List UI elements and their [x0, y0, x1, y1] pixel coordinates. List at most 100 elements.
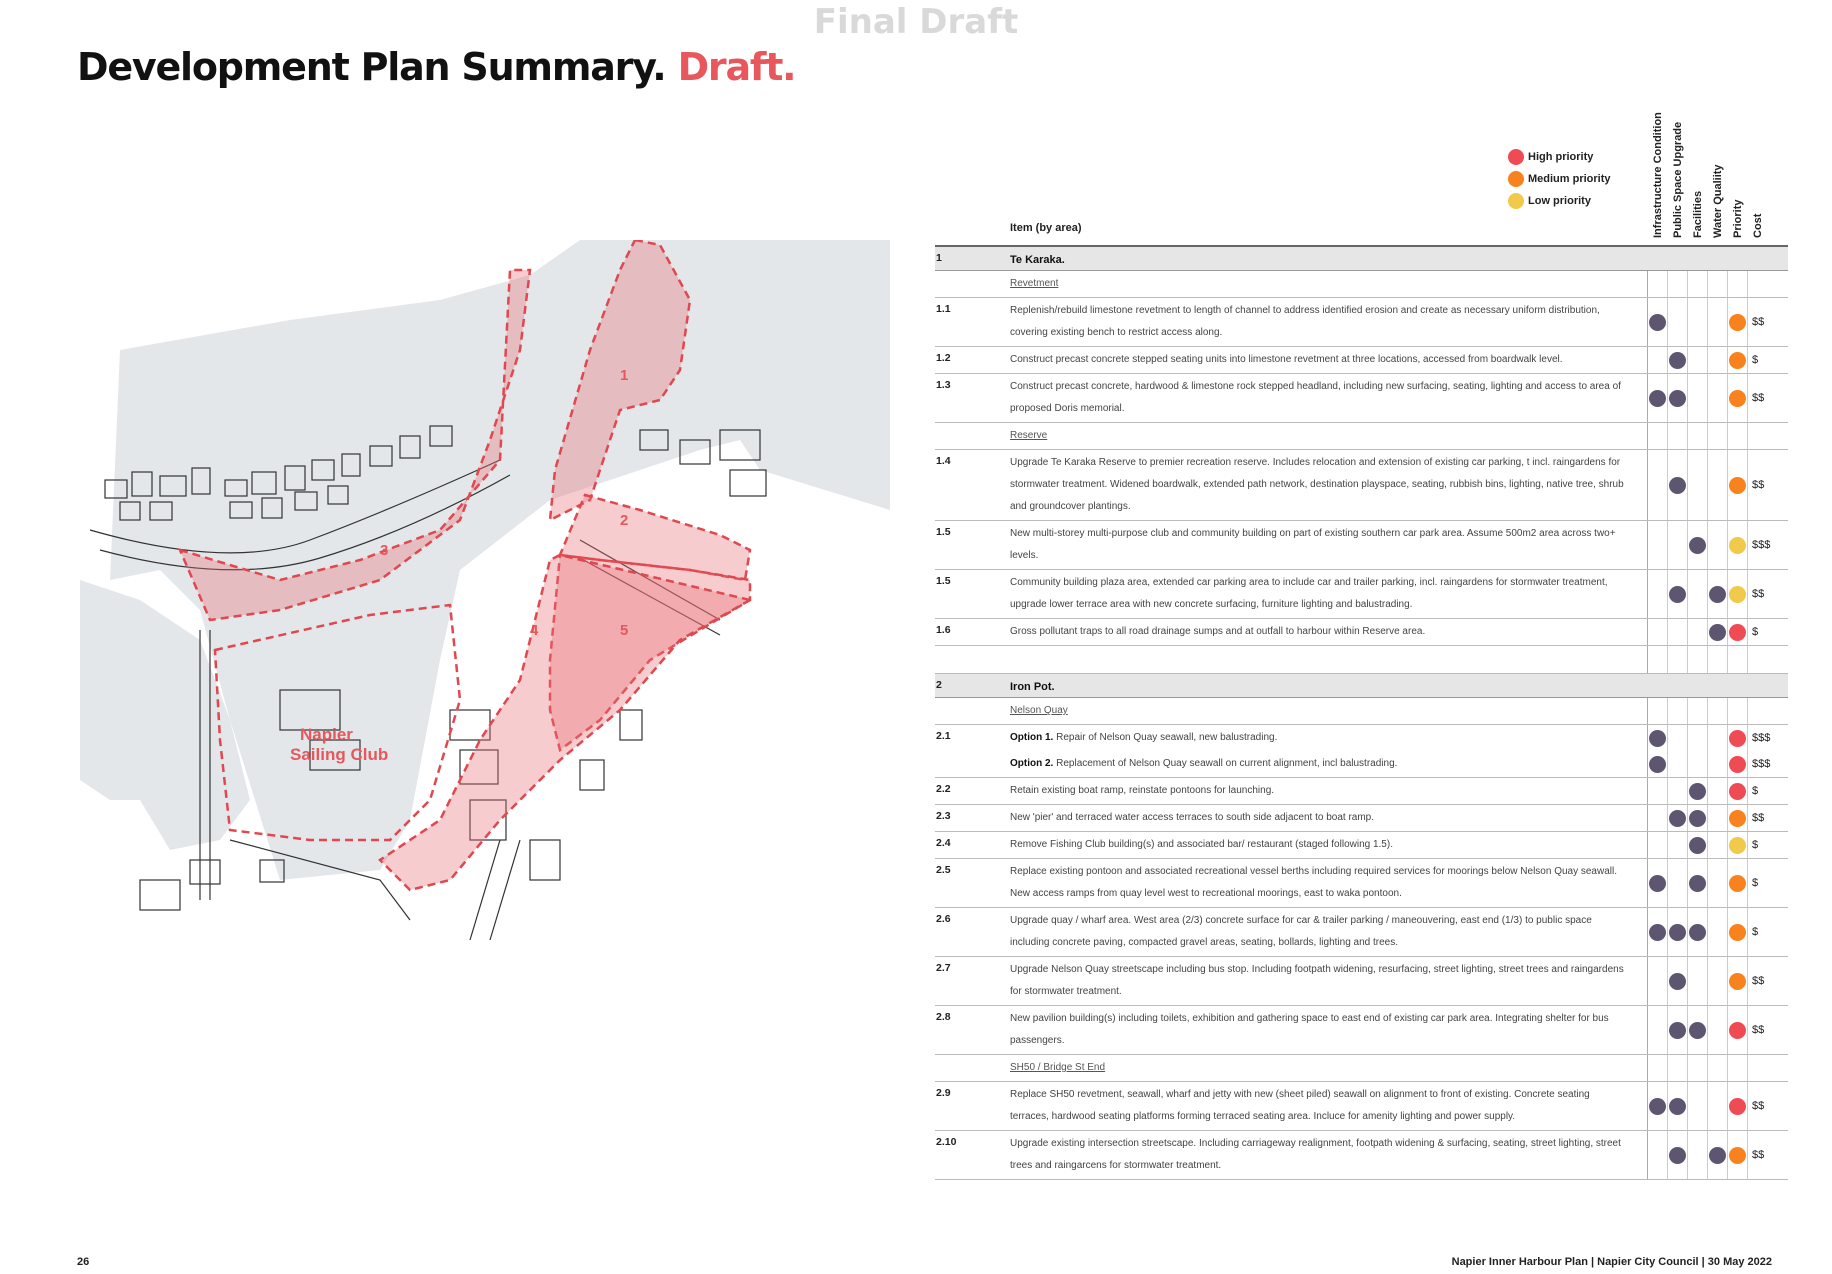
item-number: 2.4 — [936, 837, 951, 849]
description-text: New pavilion building(s) including toile… — [1010, 1013, 1609, 1046]
indicator-cell — [1687, 674, 1707, 697]
column-headers: Infrastructure Condition Public Space Up… — [1640, 108, 1780, 238]
indicator-cell — [1667, 725, 1687, 751]
indicator-cell — [1667, 832, 1687, 858]
indicator-dot-icon — [1649, 923, 1666, 941]
item-description: Upgrade existing intersection streetscap… — [1010, 1131, 1630, 1179]
cost-cell — [1747, 698, 1788, 724]
indicator-cell — [1647, 674, 1667, 697]
indicator-cells: $$ — [1647, 374, 1788, 422]
item-description: SH50 / Bridge St End — [1010, 1055, 1630, 1081]
area-3 — [177, 268, 532, 622]
indicator-cell — [1647, 908, 1667, 956]
item-number: 1.2 — [936, 352, 951, 364]
watermark: Final Draft — [813, 2, 1019, 42]
item-number: 1.4 — [936, 455, 951, 467]
indicator-dot-icon — [1689, 782, 1706, 800]
cost-cell: $$ — [1747, 1082, 1788, 1130]
priority-cell — [1727, 298, 1747, 346]
option-label: Option 2. — [1010, 758, 1054, 769]
cost-cell: $$$ — [1747, 521, 1788, 569]
priority-med-dot-icon — [1729, 476, 1746, 494]
map-area-number: 3 — [380, 542, 388, 559]
indicator-cells: $$$ — [1647, 751, 1788, 777]
priority-low-dot-icon — [1729, 836, 1746, 854]
item-number: 2.3 — [936, 810, 951, 822]
priority-med-dot-icon — [1729, 351, 1746, 369]
cost-cell — [1747, 247, 1788, 270]
indicator-cell — [1667, 805, 1687, 831]
item-number: 1.3 — [936, 379, 951, 391]
priority-cell — [1727, 247, 1747, 270]
water-areas — [80, 240, 890, 880]
priority-cell — [1727, 859, 1747, 907]
indicator-cell — [1667, 450, 1687, 520]
indicator-dot-icon — [1669, 351, 1686, 369]
indicator-cell — [1647, 521, 1667, 569]
indicator-cells: $ — [1647, 778, 1788, 804]
item-number: 2.1 — [936, 730, 951, 742]
indicator-cell — [1707, 725, 1727, 751]
item-number: 2.10 — [936, 1136, 957, 1148]
indicator-cell — [1687, 805, 1707, 831]
indicator-cell — [1647, 859, 1667, 907]
indicator-cell — [1687, 271, 1707, 297]
cost-cell — [1747, 271, 1788, 297]
indicator-cell — [1687, 778, 1707, 804]
cost-cell — [1747, 1055, 1788, 1081]
indicator-cell — [1647, 247, 1667, 270]
indicator-cell — [1687, 1082, 1707, 1130]
priority-cell — [1727, 423, 1747, 449]
indicator-dot-icon — [1669, 972, 1686, 990]
indicator-dot-icon — [1669, 476, 1686, 494]
indicator-cell — [1647, 778, 1667, 804]
indicator-cell — [1687, 521, 1707, 569]
map-label-line1: Napier — [300, 725, 353, 744]
priority-cell — [1727, 271, 1747, 297]
indicator-cells — [1647, 646, 1788, 673]
cost-cell — [1747, 674, 1788, 697]
priority-med-dot-icon — [1729, 874, 1746, 892]
item-number: 2 — [936, 679, 942, 691]
indicator-dot-icon — [1689, 923, 1706, 941]
indicator-cell — [1667, 646, 1687, 673]
indicator-cell — [1707, 698, 1727, 724]
cost-cell — [1747, 646, 1788, 673]
indicator-cell — [1647, 1131, 1667, 1179]
indicator-cell — [1687, 374, 1707, 422]
item-description — [1010, 646, 1630, 670]
priority-cell — [1727, 1006, 1747, 1054]
indicator-cell — [1707, 619, 1727, 645]
description-text: Upgrade existing intersection streetscap… — [1010, 1138, 1621, 1171]
item-description: New multi-storey multi-purpose club and … — [1010, 521, 1630, 569]
indicator-cell — [1707, 646, 1727, 673]
priority-high-dot-icon — [1729, 1021, 1746, 1039]
indicator-cells: $ — [1647, 832, 1788, 858]
indicator-dot-icon — [1649, 389, 1666, 407]
cost-cell: $ — [1747, 619, 1788, 645]
priority-high-dot-icon — [1729, 755, 1746, 773]
item-number: 1.5 — [936, 526, 951, 538]
indicator-cells: $$ — [1647, 957, 1788, 1005]
indicator-cell — [1707, 1055, 1727, 1081]
legend-item-medium: Medium priority — [1508, 168, 1611, 190]
priority-high-dot-icon — [1729, 782, 1746, 800]
indicator-cell — [1647, 1055, 1667, 1081]
indicator-dot-icon — [1669, 1097, 1686, 1115]
item-number — [935, 751, 1010, 777]
indicator-cell — [1647, 1082, 1667, 1130]
indicator-dot-icon — [1669, 389, 1686, 407]
cost-cell: $$$ — [1747, 751, 1788, 777]
subsection-heading: Nelson Quay — [1010, 705, 1068, 716]
priority-cell — [1727, 832, 1747, 858]
indicator-cell — [1707, 957, 1727, 1005]
priority-med-dot-icon — [1729, 972, 1746, 990]
indicator-cell — [1647, 832, 1667, 858]
indicator-cell — [1687, 247, 1707, 270]
item-number: 1.6 — [936, 624, 951, 636]
